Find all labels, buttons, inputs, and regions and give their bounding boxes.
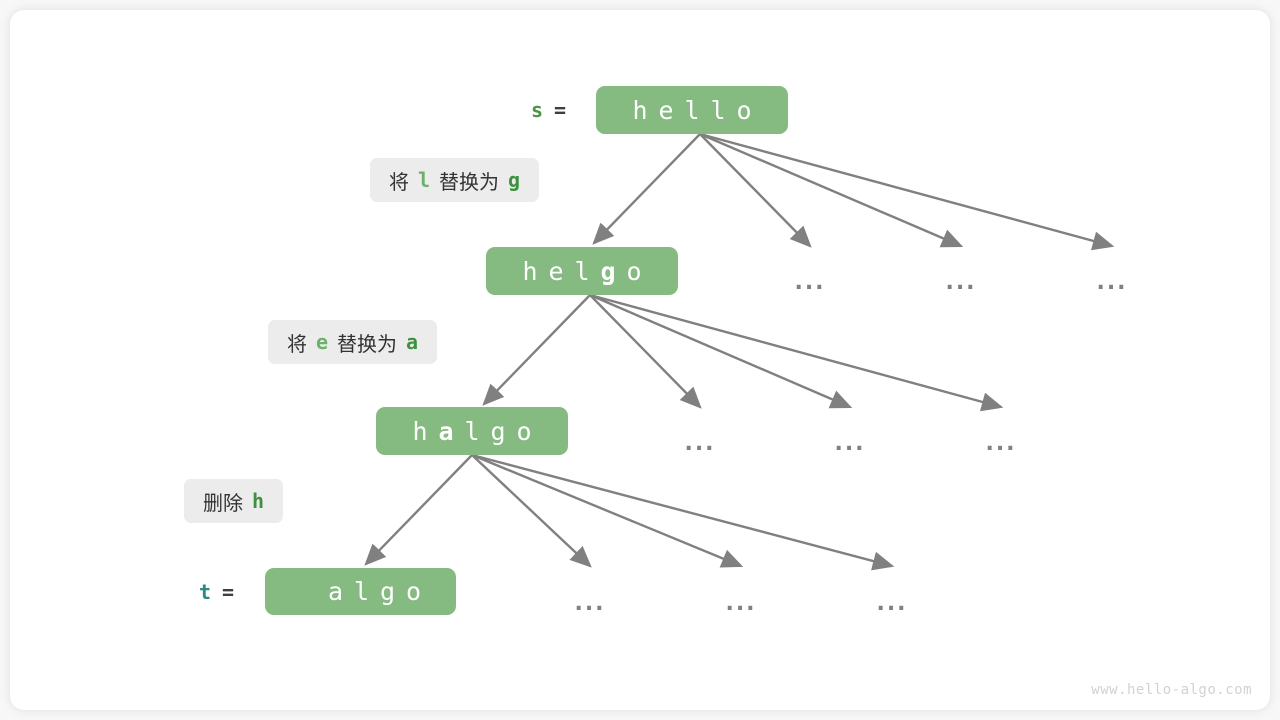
ellipsis-marker: ... <box>1096 270 1128 295</box>
op-to-char: g <box>508 168 521 192</box>
ellipsis-marker: ... <box>834 431 866 456</box>
operation-note-delete-h: 删除 h <box>184 479 284 523</box>
op-from-char: h <box>252 489 265 513</box>
op-prefix-text: 删除 <box>203 490 243 515</box>
ellipsis-marker: ... <box>574 591 606 616</box>
char-cell: g <box>379 577 396 606</box>
string-box-halgo: h a l g o <box>376 407 568 455</box>
char-cell-highlighted: a <box>438 416 454 446</box>
op-middle-text: 替换为 <box>337 331 398 356</box>
ellipsis-marker: ... <box>985 431 1017 456</box>
char-cell: e <box>548 256 564 286</box>
watermark-text: www.hello-algo.com <box>1091 682 1252 698</box>
var-equals-s: = <box>554 98 567 122</box>
char-cell: o <box>736 95 752 125</box>
operation-note-replace-l-g: 将 l 替换为 g <box>370 158 540 202</box>
char-cell: l <box>710 95 726 125</box>
ellipsis-marker: ... <box>945 270 977 295</box>
var-equals-t: = <box>222 580 235 604</box>
char-cell: h <box>522 256 538 286</box>
char-cell: o <box>405 577 422 606</box>
op-prefix-text: 将 <box>389 169 409 194</box>
op-from-char: e <box>316 330 329 354</box>
op-to-char: a <box>406 330 419 354</box>
string-box-helgo: h e l g o <box>486 247 678 295</box>
char-cell: o <box>516 416 532 446</box>
char-cell: l <box>574 256 590 286</box>
ellipsis-marker: ... <box>725 591 757 616</box>
char-cell: h <box>412 416 428 446</box>
char-cell: o <box>626 256 642 286</box>
var-label-s: s = <box>531 98 566 122</box>
char-cell-highlighted: g <box>600 256 616 286</box>
string-box-algo: a l g o <box>265 568 456 615</box>
char-cell: h <box>632 95 648 125</box>
char-cell: g <box>490 416 506 446</box>
char-cell: e <box>658 95 674 125</box>
var-name-s: s <box>531 98 544 122</box>
ellipsis-marker: ... <box>684 431 716 456</box>
op-prefix-text: 将 <box>287 331 307 356</box>
var-name-t: t <box>199 580 212 604</box>
string-box-hello: h e l l o <box>596 86 788 134</box>
char-cell: a <box>327 577 344 606</box>
var-label-t: t = <box>199 580 234 604</box>
char-cell: l <box>353 577 370 606</box>
ellipsis-marker: ... <box>876 591 908 616</box>
operation-note-replace-e-a: 将 e 替换为 a <box>268 320 438 364</box>
ellipsis-marker: ... <box>794 270 826 295</box>
op-middle-text: 替换为 <box>439 169 500 194</box>
char-cell: l <box>684 95 700 125</box>
op-from-char: l <box>418 168 431 192</box>
char-cell: l <box>464 416 480 446</box>
